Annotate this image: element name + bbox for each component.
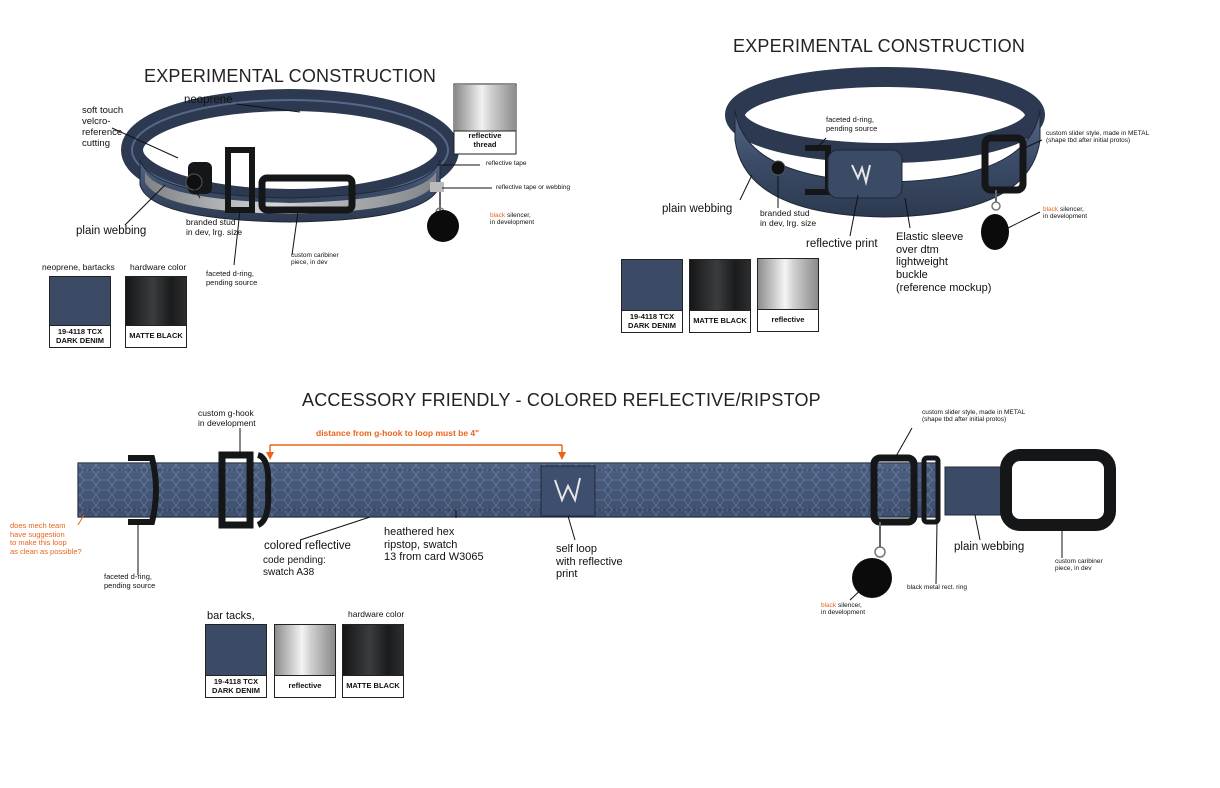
swatch-caption: MATTE BLACK [343, 675, 403, 697]
swatch-dark-denim-bottom: 19-4118 TCX DARK DENIM [205, 624, 267, 698]
label-silencer-bottom: black silencer, in development [821, 602, 865, 617]
swatch-fill [343, 625, 403, 675]
black-word: black [1043, 206, 1059, 213]
label-custom-slider-bottom: custom slider style, made in METAL (shap… [922, 409, 1026, 424]
black-word: black [821, 602, 837, 609]
swatch-fill [690, 260, 750, 310]
title-accessory-friendly: ACCESSORY FRIENDLY - COLORED REFLECTIVE/… [302, 390, 821, 410]
label-custom-ghook: custom g-hook in development [198, 408, 256, 428]
label-faceted-dring-left: faceted d-ring, pending source [206, 269, 258, 287]
swatch-caption: MATTE BLACK [126, 325, 186, 347]
swatch-caption: 19-4118 TCX DARK DENIM [50, 325, 110, 347]
label-neoprene: neoprene [184, 94, 233, 106]
label-reflective-tape: reflective tape [486, 160, 527, 167]
label-branded-stud-right: branded stud in dev, lrg. size [760, 208, 817, 228]
label-reflective-tape-or-webbing: reflective tape or webbing [496, 184, 571, 191]
silencer-text: silencer, in development [821, 602, 866, 617]
swatch-fill [206, 625, 266, 675]
black-word: black [490, 212, 506, 219]
label-faceted-dring-right: faceted d-ring, pending source [826, 115, 878, 133]
mech-note-leader [77, 514, 85, 526]
label-distance-note: distance from g-hook to loop must be 4" [316, 428, 480, 438]
swatch-heading-hardware-left: hardware color [130, 262, 187, 272]
label-reflective-print: reflective print [806, 238, 878, 250]
label-branded-stud-left: branded stud in dev, lrg. size [186, 217, 243, 237]
label-heathered-hex: heathered hex ripstop, swatch 13 from ca… [384, 526, 484, 564]
swatch-heading-neoprene: neoprene, bartacks [42, 262, 115, 272]
leader-lines-bottom [137, 427, 1063, 601]
swatch-dark-denim-left: 19-4118 TCX DARK DENIM [49, 276, 111, 348]
label-silencer-left: black silencer, in development [490, 212, 534, 227]
collar-top-left [121, 89, 459, 242]
label-soft-touch: soft touch velcro- reference cutting [82, 105, 124, 149]
label-faceted-dring-bottom: faceted d-ring, pending source [104, 572, 156, 590]
swatch-fill [622, 260, 682, 310]
label-self-loop: self loop with reflective print [556, 543, 623, 581]
label-plain-webbing-bottom: plain webbing [954, 541, 1025, 553]
swatch-fill [50, 277, 110, 325]
label-caribiner-left: custom caribiner piece, in dev [291, 252, 339, 267]
title-experimental-left: EXPERIMENTAL CONSTRUCTION [144, 66, 437, 86]
title-experimental-right: EXPERIMENTAL CONSTRUCTION [733, 36, 1026, 56]
swatch-reflective-right: reflective [757, 258, 819, 332]
swatch-matte-black-bottom: MATTE BLACK [342, 624, 404, 698]
label-plain-webbing-right: plain webbing [662, 203, 733, 215]
silencer-text: silencer, in development [490, 212, 535, 227]
swatch-matte-black-right: MATTE BLACK [689, 259, 751, 333]
swatch-caption: reflective [758, 309, 818, 331]
reflective-thread-label: reflective thread [468, 131, 502, 149]
swatch-fill [275, 625, 335, 675]
label-black-metal-ring: black metal rect. ring [907, 584, 967, 591]
swatch-heading-hardware-bottom: hardware color [348, 609, 405, 619]
distance-arrow [266, 444, 566, 460]
silencer-text: silencer, in development [1043, 206, 1088, 221]
label-mech-team-note: does mech team have suggestion to make t… [10, 521, 82, 556]
label-colored-reflective: colored reflective [264, 540, 351, 552]
swatch-reflective-bottom: reflective [274, 624, 336, 698]
leader-lines-top-left [111, 103, 492, 266]
reflective-thread-box [453, 83, 517, 155]
swatch-matte-black-left: MATTE BLACK [125, 276, 187, 348]
label-silencer-right: black silencer, in development [1043, 206, 1087, 221]
swatch-caption: reflective [275, 675, 335, 697]
swatch-caption: MATTE BLACK [690, 310, 750, 332]
label-code-pending: code pending: swatch A38 [263, 555, 326, 578]
swatch-caption: 19-4118 TCX DARK DENIM [622, 310, 682, 332]
leader-lines-top-right [739, 137, 1043, 237]
collar-bottom [77, 449, 1116, 598]
label-plain-webbing-left: plain webbing [76, 225, 147, 237]
label-custom-slider-right: custom slider style, made in METAL (shap… [1046, 130, 1150, 145]
label-elastic-sleeve: Elastic sleeve over dtm lightweight buck… [896, 231, 992, 294]
label-caribiner-bottom: custom caribiner piece, in dev [1055, 558, 1103, 573]
swatch-dark-denim-right: 19-4118 TCX DARK DENIM [621, 259, 683, 333]
swatch-caption: 19-4118 TCX DARK DENIM [206, 675, 266, 697]
swatch-fill [758, 259, 818, 309]
swatch-fill [126, 277, 186, 325]
swatch-heading-bar-tacks: bar tacks, [207, 610, 255, 622]
